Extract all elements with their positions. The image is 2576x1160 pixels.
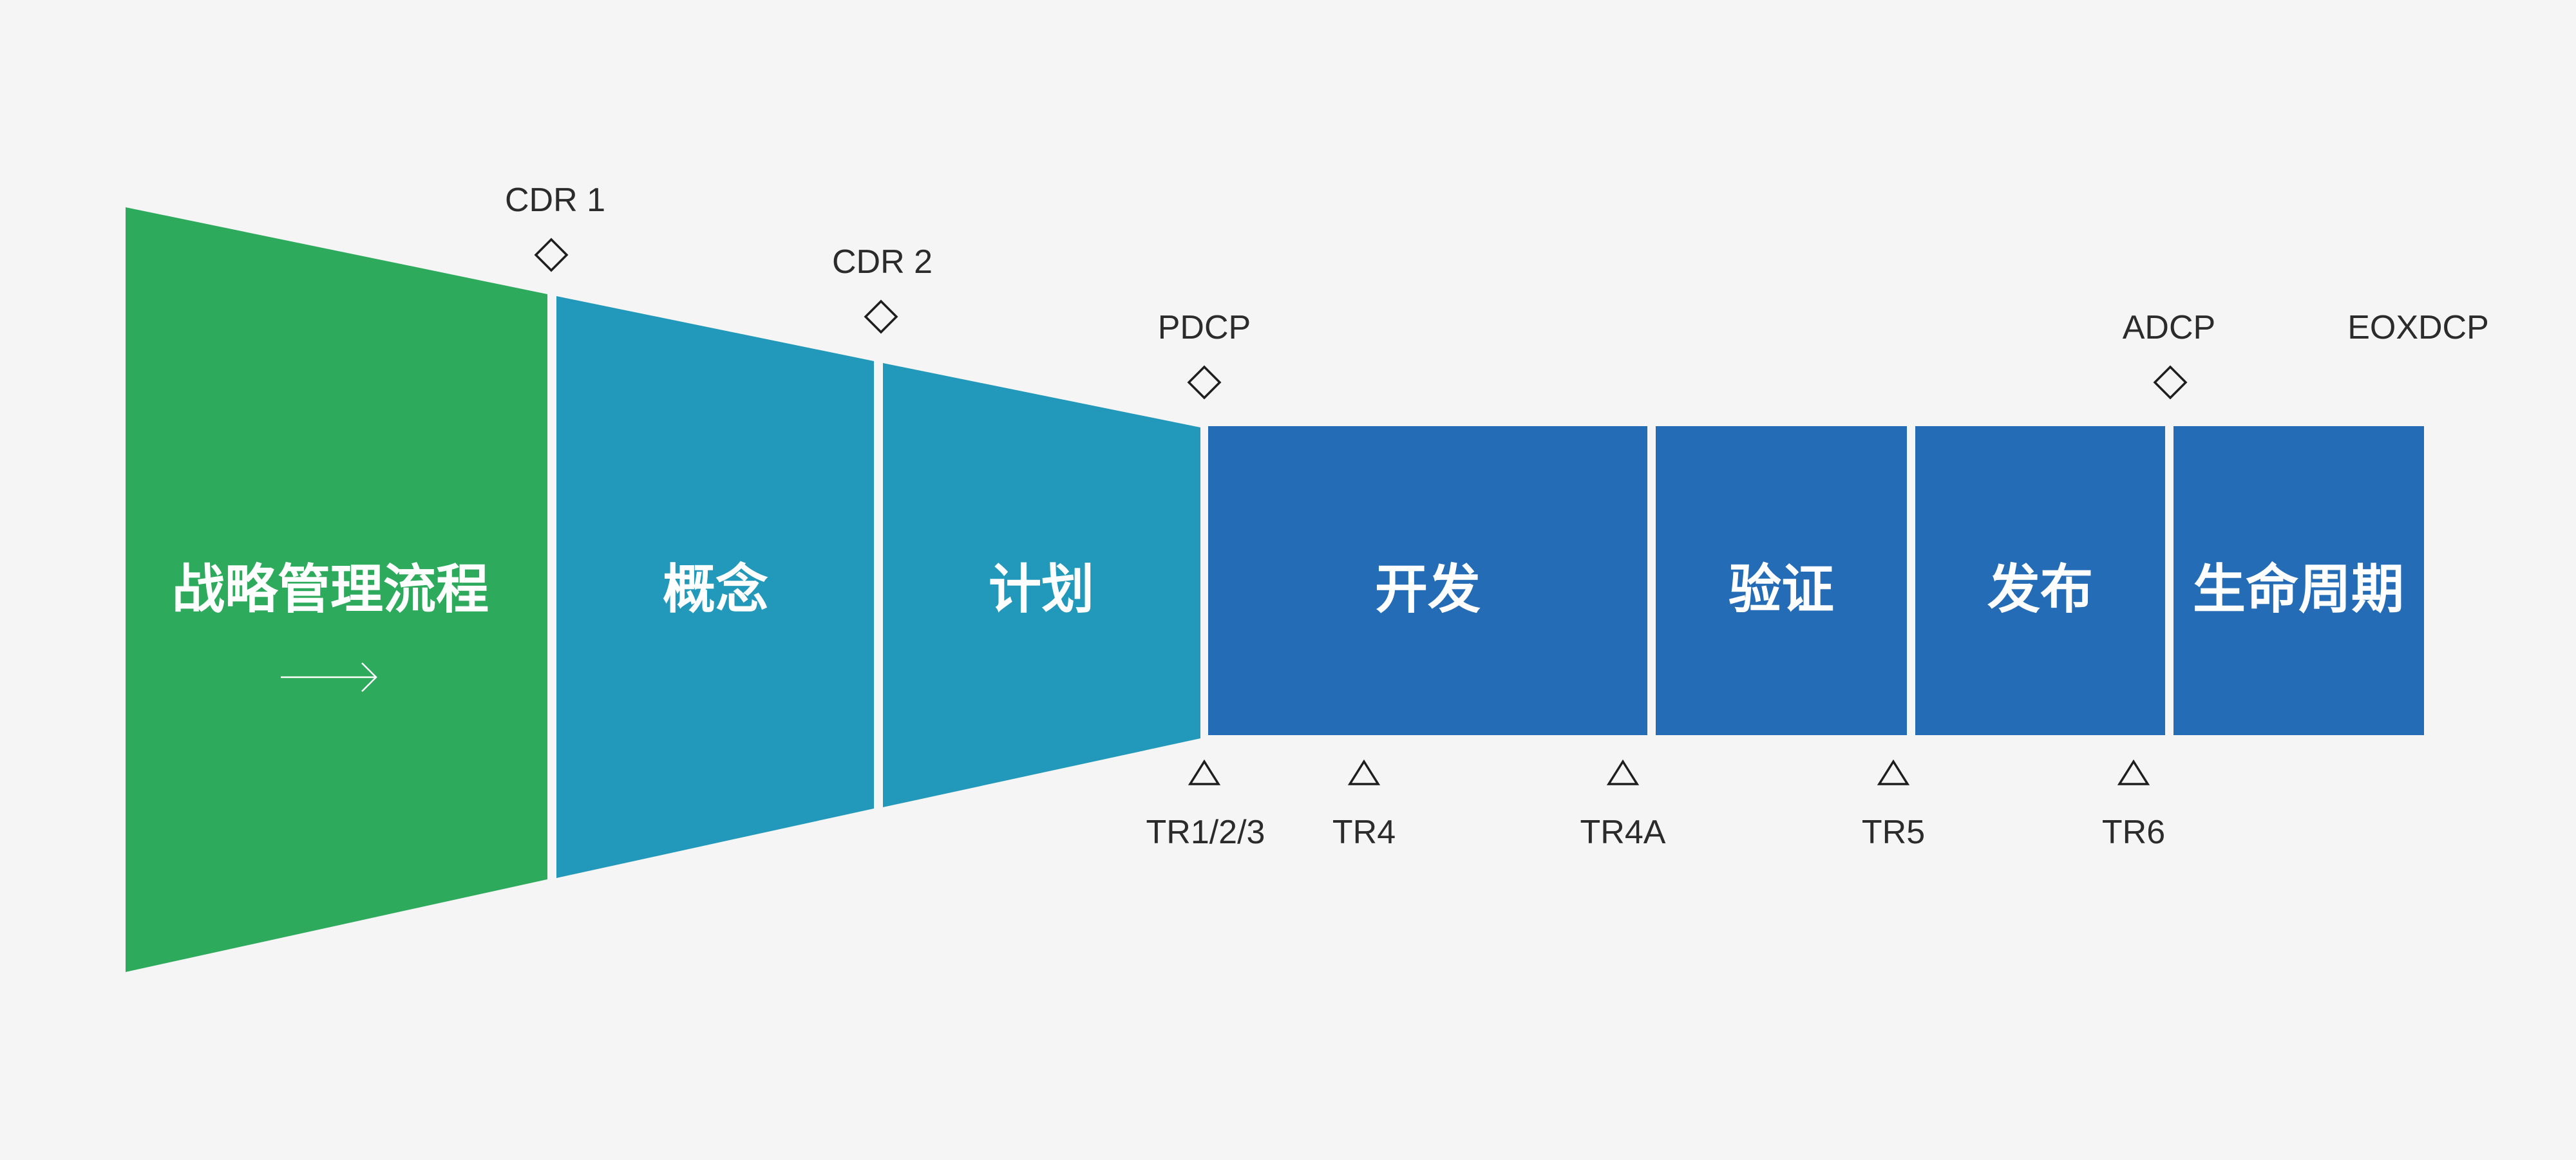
develop-stage-label: 开发 bbox=[1375, 559, 1481, 621]
diamond-icon bbox=[2153, 365, 2188, 400]
adcp-label: ADCP bbox=[2123, 309, 2215, 346]
tr123-label: TR1/2/3 bbox=[1146, 814, 1265, 851]
triangle-icon bbox=[1877, 759, 1910, 785]
triangle-icon bbox=[1188, 759, 1221, 785]
tr5-label: TR5 bbox=[1862, 814, 1925, 851]
triangle-icon bbox=[1606, 759, 1640, 785]
eoxdcp-label: EOXDCP bbox=[2347, 309, 2489, 346]
tr6-label: TR6 bbox=[2102, 814, 2165, 851]
triangle-icon bbox=[2117, 759, 2150, 785]
lifecycle-stage-shape bbox=[2174, 426, 2424, 735]
verify-stage-shape bbox=[1656, 426, 1907, 735]
tr4-label: TR4 bbox=[1332, 814, 1396, 851]
cdr1-label: CDR 1 bbox=[505, 182, 605, 219]
tr4a-label: TR4A bbox=[1580, 814, 1666, 851]
cdr2-label: CDR 2 bbox=[832, 243, 933, 281]
concept-stage-label: 概念 bbox=[663, 559, 768, 621]
release-stage-label: 发布 bbox=[1987, 559, 2093, 621]
lifecycle-stage-label: 生命周期 bbox=[2193, 559, 2404, 621]
diamond-icon bbox=[864, 299, 898, 334]
diamond-icon bbox=[1187, 365, 1222, 400]
strategy-stage-shape bbox=[126, 207, 547, 972]
plan-stage-shape bbox=[883, 363, 1200, 807]
arrow-right-icon bbox=[281, 662, 377, 692]
concept-stage-shape bbox=[556, 296, 874, 878]
pdcp-label: PDCP bbox=[1158, 309, 1251, 346]
release-stage-shape bbox=[1915, 426, 2165, 735]
strategy-stage-label: 战略管理流程 bbox=[172, 559, 489, 621]
triangle-icon bbox=[1347, 759, 1381, 785]
plan-stage-label: 计划 bbox=[989, 559, 1094, 621]
verify-stage-label: 验证 bbox=[1728, 559, 1834, 621]
develop-stage-shape bbox=[1208, 426, 1647, 735]
diamond-icon bbox=[534, 238, 569, 272]
